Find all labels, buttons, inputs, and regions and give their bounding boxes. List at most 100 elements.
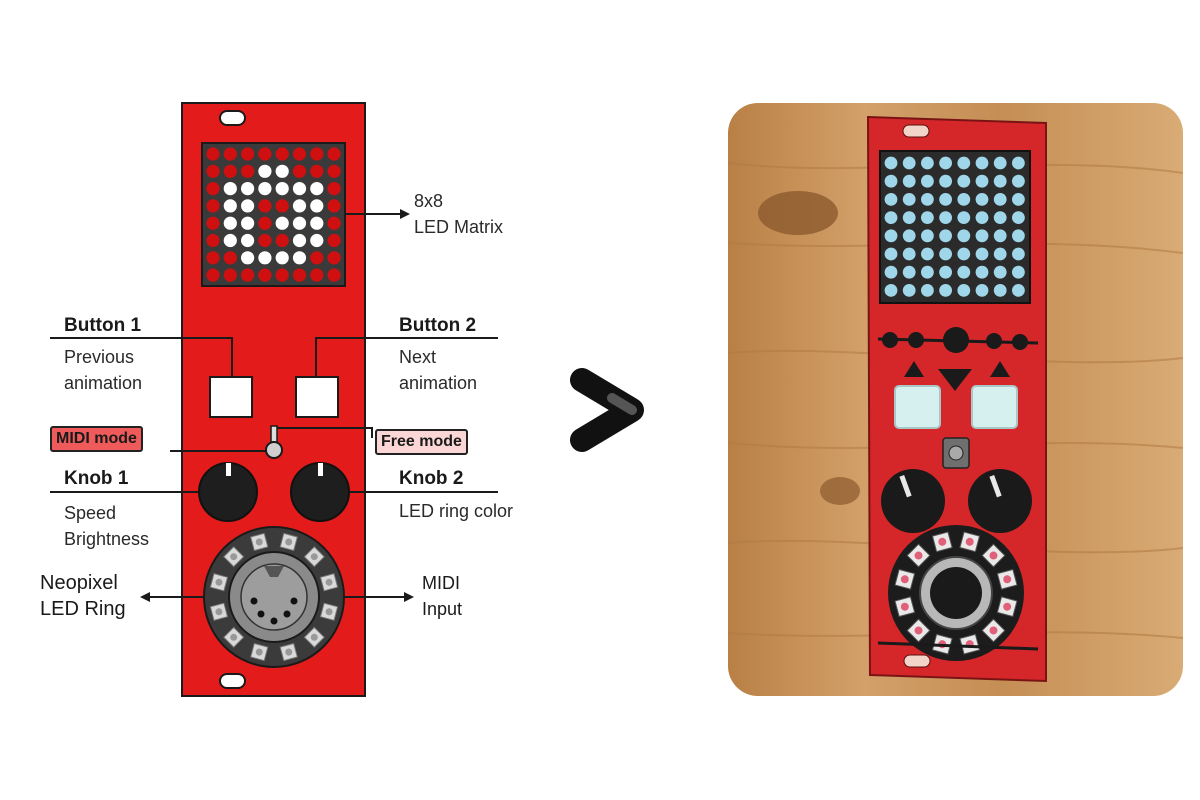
matrix-led	[206, 182, 219, 195]
wood-knot	[758, 191, 838, 235]
photo-ring-led	[997, 569, 1017, 589]
matrix-arrowhead	[400, 209, 410, 219]
photo-matrix-led	[994, 284, 1007, 297]
matrix-led	[258, 147, 271, 160]
matrix-led	[293, 234, 306, 247]
ring-led	[320, 603, 337, 620]
photo-button-2	[972, 386, 1017, 428]
photo-matrix-led	[939, 211, 952, 224]
button1-desc: Previous animation	[64, 344, 142, 396]
matrix-led	[206, 269, 219, 282]
matrix-led	[310, 269, 323, 282]
matrix-led	[206, 234, 219, 247]
neopixel-label: Neopixel LED Ring	[40, 570, 126, 622]
free-mode-tag: Free mode	[375, 429, 468, 455]
matrix-led	[258, 269, 271, 282]
photo-matrix-led	[957, 229, 970, 242]
matrix-led	[310, 251, 323, 264]
matrix-led	[310, 199, 323, 212]
matrix-led	[276, 269, 289, 282]
matrix-led	[224, 182, 237, 195]
matrix-led	[258, 182, 271, 195]
matrix-led	[241, 182, 254, 195]
photo-matrix-led	[939, 157, 952, 170]
matrix-led	[310, 234, 323, 247]
ring-led	[251, 643, 268, 660]
photo-matrix-led	[1012, 229, 1025, 242]
photo-matrix-led	[921, 229, 934, 242]
photo-matrix-led	[921, 193, 934, 206]
midi-pin	[258, 611, 265, 618]
matrix-led	[293, 165, 306, 178]
matrix-led	[241, 217, 254, 230]
matrix-led	[258, 217, 271, 230]
neopixel-arrowhead	[140, 592, 150, 602]
photo-matrix-led	[976, 157, 989, 170]
ring-led	[251, 533, 268, 550]
matrix-led	[258, 199, 271, 212]
wood-knot	[820, 477, 860, 505]
photo-matrix-led	[957, 211, 970, 224]
matrix-led	[206, 217, 219, 230]
photo-knob-2	[968, 469, 1032, 533]
photo-matrix-led	[1012, 248, 1025, 261]
knob1-desc: Speed Brightness	[64, 500, 149, 552]
midi-input-label: MIDI Input	[422, 570, 462, 622]
photo-matrix-led	[976, 284, 989, 297]
photo-matrix-led	[994, 175, 1007, 188]
matrix-led	[241, 199, 254, 212]
photo-matrix-led	[939, 266, 952, 279]
photo-matrix-led	[885, 175, 898, 188]
matrix-led	[241, 251, 254, 264]
photo-matrix-led	[957, 248, 970, 261]
ring-led	[280, 533, 297, 550]
matrix-led	[241, 147, 254, 160]
photo-matrix-led	[1012, 266, 1025, 279]
matrix-led	[276, 234, 289, 247]
ring-led	[320, 574, 337, 591]
photo-matrix-led	[994, 211, 1007, 224]
matrix-led	[224, 165, 237, 178]
photo-ring-led	[895, 597, 915, 617]
photo-matrix-led	[885, 193, 898, 206]
photo-matrix-led	[903, 157, 916, 170]
matrix-led	[328, 165, 341, 178]
photo-matrix-led	[939, 229, 952, 242]
knob2-title: Knob 2	[399, 466, 463, 492]
knob-1-indicator	[226, 463, 231, 476]
photo-matrix-led	[976, 229, 989, 242]
photo-knob-1	[881, 469, 945, 533]
photo-matrix-led	[1012, 284, 1025, 297]
matrix-led	[310, 182, 323, 195]
photo-matrix-led	[903, 284, 916, 297]
ring-led	[280, 643, 297, 660]
photo-mount-hole	[903, 125, 929, 137]
photo-matrix-led	[1012, 157, 1025, 170]
matrix-led	[206, 147, 219, 160]
photo-matrix-led	[885, 266, 898, 279]
photo-matrix-led	[957, 284, 970, 297]
button2-title: Button 2	[399, 313, 476, 339]
photo-matrix-led	[921, 211, 934, 224]
photo-matrix-led	[903, 266, 916, 279]
photo-matrix-led	[921, 157, 934, 170]
matrix-led	[206, 199, 219, 212]
midi-pin	[284, 611, 291, 618]
matrix-led	[328, 147, 341, 160]
matrix-led	[258, 251, 271, 264]
photo-matrix-led	[939, 175, 952, 188]
button-1	[210, 377, 252, 417]
photo-matrix-led	[903, 229, 916, 242]
matrix-led	[293, 182, 306, 195]
matrix-led	[293, 199, 306, 212]
matrix-led	[241, 269, 254, 282]
photo-matrix-led	[903, 193, 916, 206]
matrix-led	[276, 182, 289, 195]
photo-ring-led	[960, 634, 980, 654]
matrix-led	[258, 234, 271, 247]
module-photo-art	[728, 103, 1183, 696]
photo-matrix-led	[903, 175, 916, 188]
photo-matrix-led	[1012, 175, 1025, 188]
photo-matrix-led	[921, 175, 934, 188]
matrix-led	[310, 165, 323, 178]
